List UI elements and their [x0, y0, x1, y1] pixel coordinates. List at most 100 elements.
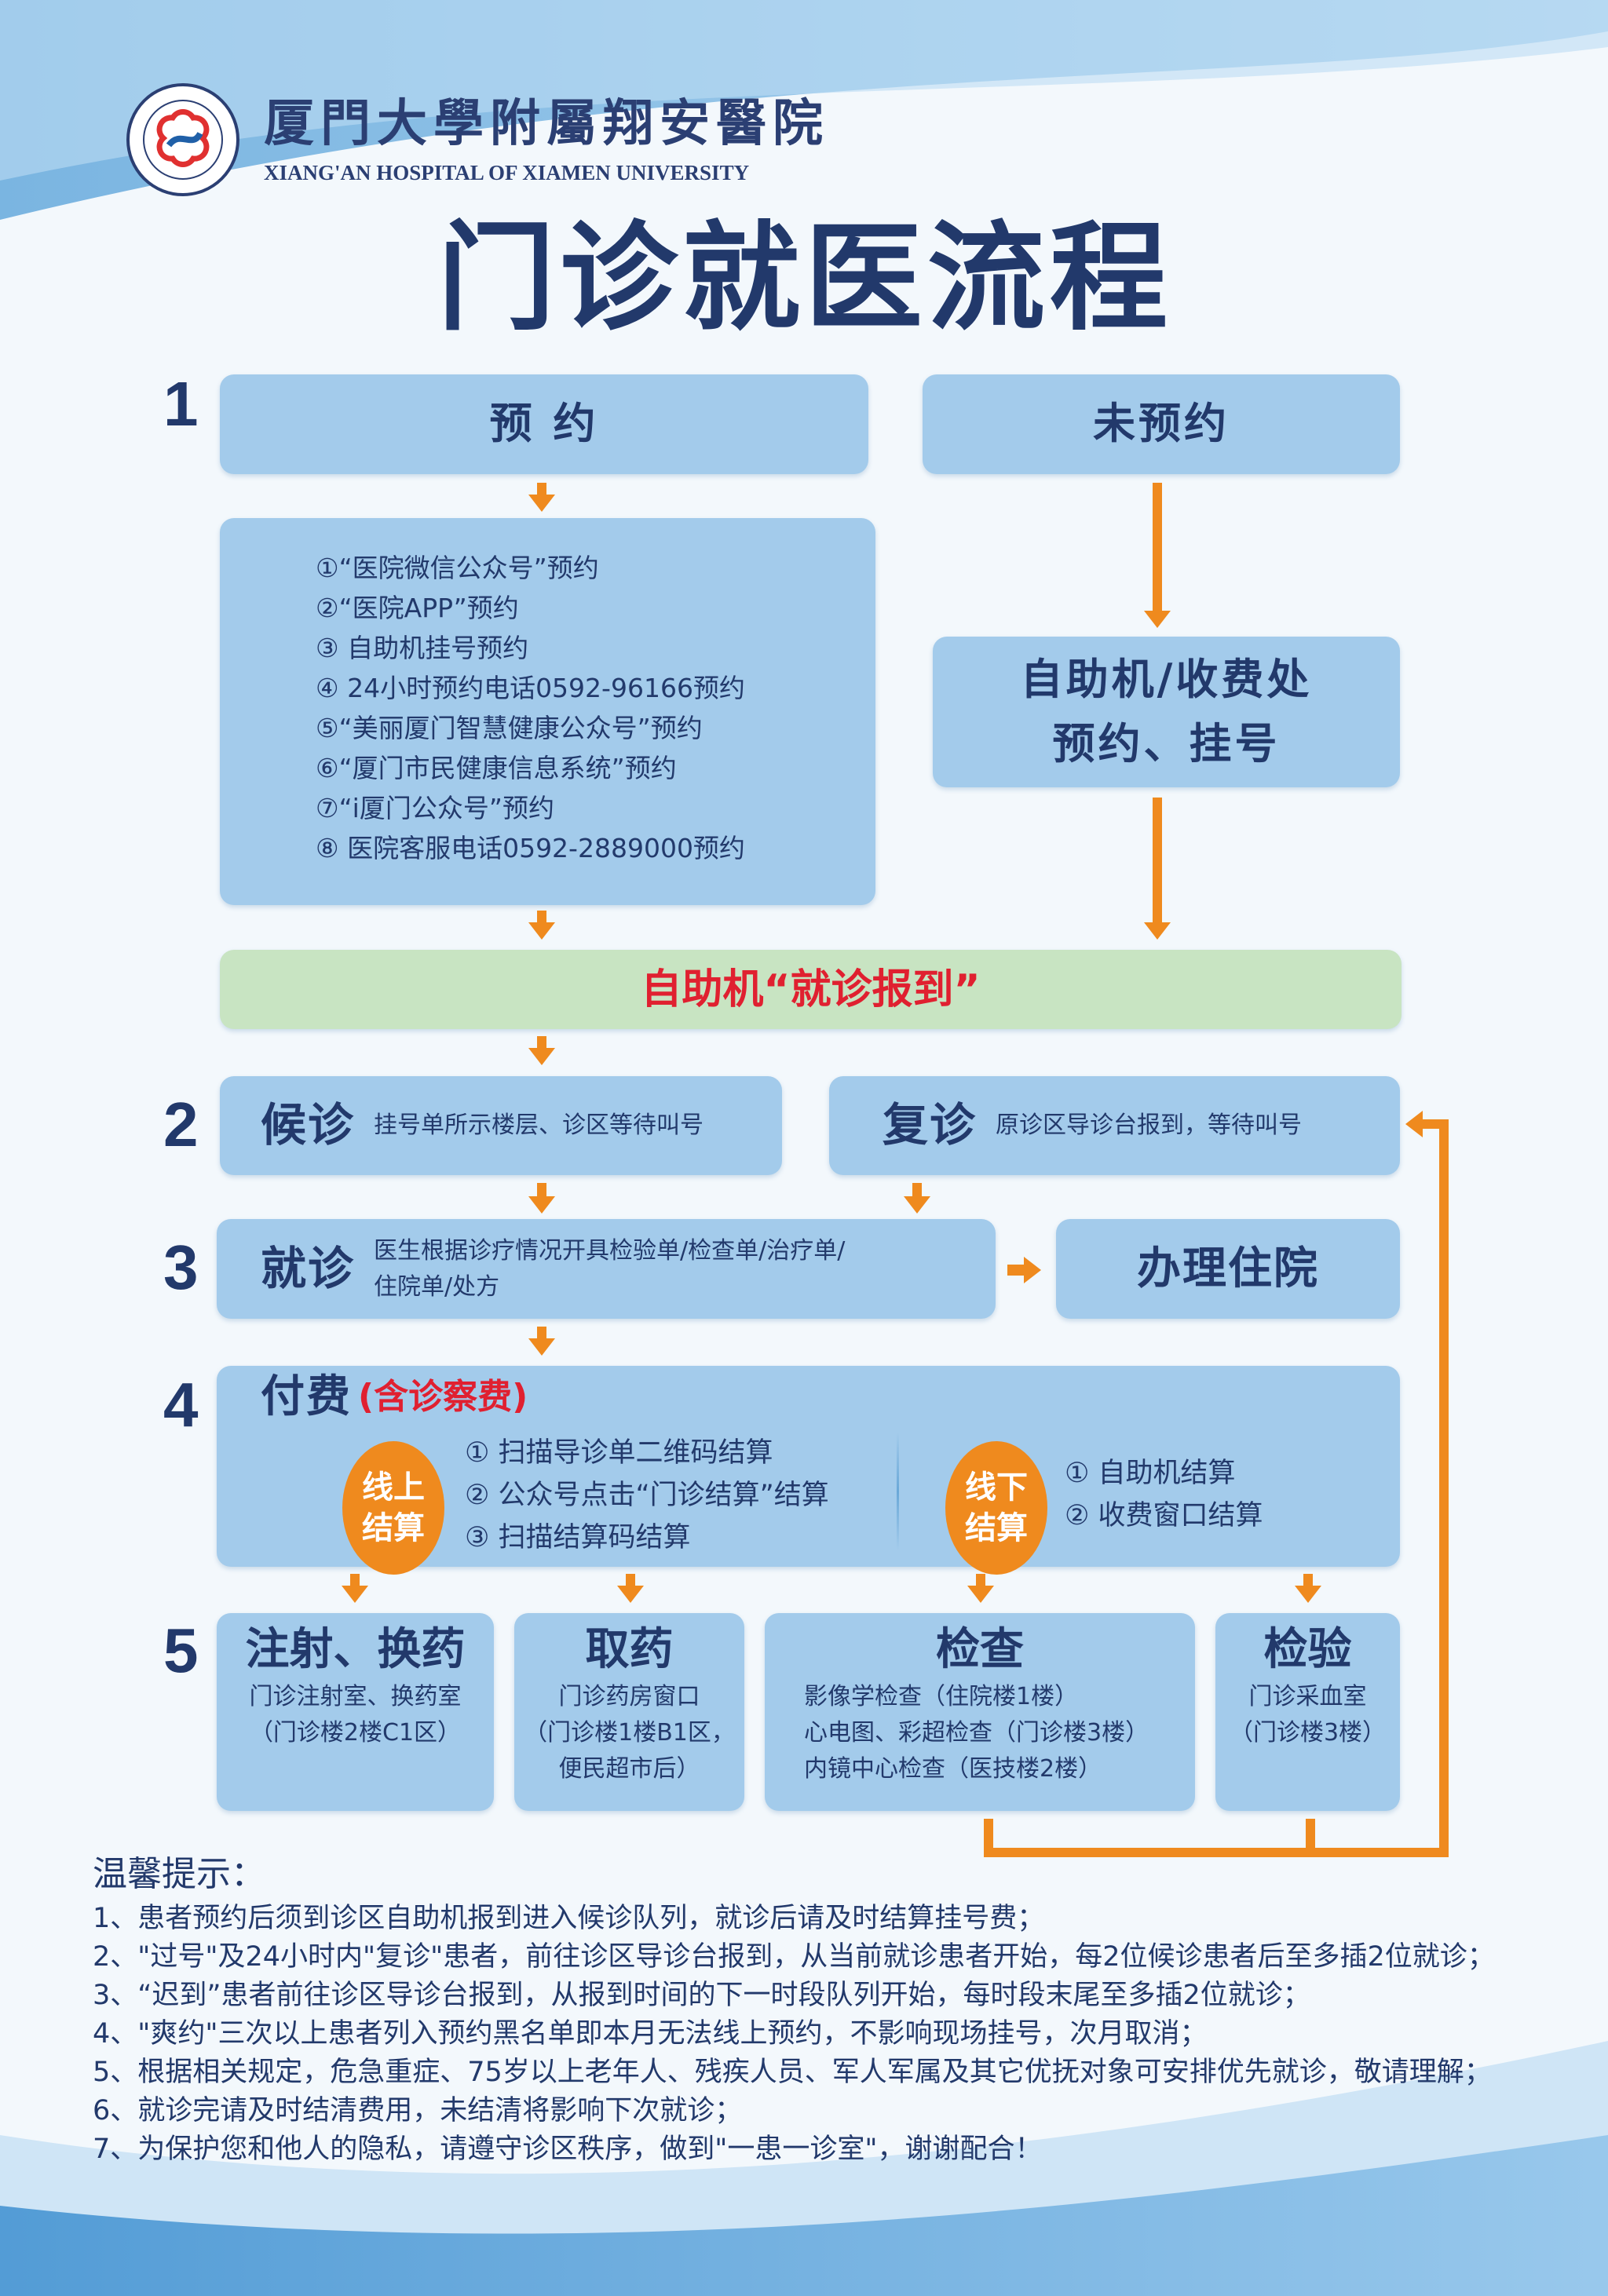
waiting-title: 候诊 — [261, 1098, 356, 1152]
arrow-shaft — [537, 483, 546, 495]
tip-item: 1、患者预约后须到诊区自助机报到进入候诊队列，就诊后请及时结算挂号费； — [93, 1903, 1045, 1934]
offline-payment-badge: 线下 结算 — [945, 1441, 1047, 1575]
revisit-box: 复诊 原诊区导诊台报到，等待叫号 — [829, 1076, 1400, 1175]
card-line: （门诊楼1楼B1区， — [524, 1719, 735, 1747]
pharmacy-card: 取药 门诊药房窗口 （门诊楼1楼B1区， 便民超市后） — [514, 1613, 744, 1811]
waiting-desc: 挂号单所示楼层、诊区等待叫号 — [374, 1111, 704, 1139]
tip-item: 3、“迟到”患者前往诊区导诊台报到，从报到时间的下一时段队列开始，每时段末尾至多… — [93, 1980, 1310, 2011]
offline-item: ① 自助机结算 — [1065, 1458, 1236, 1489]
waiting-box: 候诊 挂号单所示楼层、诊区等待叫号 — [220, 1076, 782, 1175]
arrow-left-icon — [1405, 1111, 1423, 1137]
card-line: 门诊注射室、换药室 — [249, 1683, 462, 1710]
arrow-shaft — [537, 911, 546, 923]
card-line: 门诊采血室 — [1248, 1683, 1367, 1710]
arrow-down-icon — [1144, 922, 1171, 940]
online-payment-badge: 线上 结算 — [342, 1441, 444, 1575]
payment-title: 付费 — [261, 1371, 352, 1422]
arrow-right-icon — [1024, 1257, 1041, 1283]
method-item: ①“医院微信公众号”预约 — [316, 553, 599, 583]
method-item: ⑧ 医院客服电话0592-2889000预约 — [316, 833, 745, 863]
method-item: ③ 自助机挂号预约 — [316, 633, 529, 663]
arrow-shaft — [1303, 1574, 1313, 1586]
hospitalization-box: 办理住院 — [1056, 1219, 1400, 1319]
tips-heading: 温馨提示： — [93, 1854, 265, 1894]
method-item: ②“医院APP”预约 — [316, 593, 519, 623]
card-title: 取药 — [585, 1624, 674, 1675]
hospital-name-en: XIANG'AN HOSPITAL OF XIAMEN UNIVERSITY — [264, 161, 750, 184]
arrow-shaft — [350, 1574, 360, 1586]
consultation-box: 就诊 医生根据诊疗情况开具检验单/检查单/治疗单/ 住院单/处方 — [217, 1219, 996, 1319]
loop-line — [984, 1848, 1449, 1857]
kiosk-line: 自助机/收费处 — [1020, 655, 1313, 704]
step-number-1: 1 — [163, 369, 199, 439]
appointment-box: 预 约 — [220, 374, 868, 474]
consultation-desc: 医生根据诊疗情况开具检验单/检查单/治疗单/ — [374, 1236, 846, 1265]
method-item: ⑥“厦门市民健康信息系统”预约 — [316, 753, 677, 783]
card-line: 内镜中心检查（医技楼2楼） — [804, 1755, 1102, 1783]
arrow-down-icon — [528, 922, 555, 940]
lab-test-card: 检验 门诊采血室 （门诊楼3楼） — [1215, 1613, 1400, 1811]
method-item: ⑦“i厦门公众号”预约 — [316, 793, 554, 823]
method-item: ⑤“美丽厦门智慧健康公众号”预约 — [316, 713, 703, 743]
arrow-down-icon — [967, 1586, 994, 1603]
arrow-shaft — [912, 1183, 922, 1197]
examination-card: 检查 影像学检查（住院楼1楼） 心电图、彩超检查（门诊楼3楼） 内镜中心检查（医… — [765, 1613, 1195, 1811]
step-number-3: 3 — [163, 1232, 199, 1302]
hospital-logo — [126, 83, 239, 196]
arrow-shaft — [537, 1183, 546, 1197]
arrow-down-icon — [528, 1048, 555, 1065]
card-line: 便民超市后） — [558, 1755, 700, 1783]
arrow-down-icon — [528, 1338, 555, 1356]
page-title: 门诊就医流程 — [437, 210, 1172, 347]
no-appointment-box: 未预约 — [923, 374, 1400, 474]
tip-item: 5、根据相关规定，危急重症、75岁以上老年人、残疾人员、军人军属及其它优抚对象可… — [93, 2057, 1492, 2088]
card-line: 门诊药房窗口 — [558, 1683, 700, 1710]
card-line: （门诊楼2楼C1区） — [249, 1719, 462, 1747]
payment-box: 付费 (含诊察费) 线上 结算 ① 扫描导诊单二维码结算 ② 公众号点击“门诊结… — [217, 1366, 1400, 1575]
revisit-title: 复诊 — [883, 1098, 978, 1152]
loop-line — [1439, 1119, 1449, 1857]
arrow-shaft — [537, 1036, 546, 1049]
card-line: （门诊楼3楼） — [1229, 1719, 1387, 1747]
loop-line — [1306, 1819, 1315, 1856]
card-title: 检查 — [936, 1624, 1024, 1675]
arrow-down-icon — [342, 1586, 368, 1603]
injection-card: 注射、换药 门诊注射室、换药室 （门诊楼2楼C1区） — [217, 1613, 494, 1811]
arrow-shaft — [1153, 483, 1162, 612]
arrow-shaft — [537, 1327, 546, 1339]
consultation-desc: 住院单/处方 — [374, 1272, 500, 1301]
appointment-methods-box: ①“医院微信公众号”预约 ②“医院APP”预约 ③ 自助机挂号预约 ④ 24小时… — [220, 518, 875, 905]
loop-line — [1421, 1119, 1449, 1129]
arrow-shaft — [1007, 1265, 1025, 1276]
arrow-shaft — [1153, 798, 1162, 923]
arrow-down-icon — [528, 495, 555, 512]
arrow-down-icon — [1295, 1586, 1321, 1603]
tips-list: 1、患者预约后须到诊区自助机报到进入候诊队列，就诊后请及时结算挂号费； 2、"过… — [93, 1900, 1495, 2169]
arrow-down-icon — [904, 1196, 930, 1214]
tip-item: 7、为保护您和他人的隐私，请遵守诊区秩序，做到"一患一诊室"，谢谢配合！ — [93, 2134, 1043, 2165]
kiosk-register-box: 自助机/收费处 预约、挂号 — [933, 637, 1400, 787]
arrow-shaft — [626, 1574, 635, 1586]
kiosk-line: 预约、挂号 — [1052, 719, 1281, 768]
loop-line — [984, 1819, 993, 1856]
card-title: 注射、换药 — [245, 1624, 466, 1675]
revisit-desc: 原诊区导诊台报到，等待叫号 — [996, 1111, 1303, 1139]
step-number-5: 5 — [163, 1615, 199, 1685]
card-title: 检验 — [1263, 1624, 1352, 1675]
card-line: 心电图、彩超检查（门诊楼3楼） — [804, 1719, 1149, 1747]
tip-item: 2、"过号"及24小时内"复诊"患者，前往诊区导诊台报到，从当前就诊患者开始，每… — [93, 1941, 1495, 1973]
arrow-shaft — [976, 1574, 985, 1586]
step-number-2: 2 — [163, 1090, 199, 1159]
method-item: ④ 24小时预约电话0592-96166预约 — [316, 673, 745, 703]
checkin-bar: 自助机“就诊报到” — [220, 950, 1402, 1029]
online-item: ② 公众号点击“门诊结算”结算 — [465, 1480, 829, 1511]
card-line: 影像学检查（住院楼1楼） — [804, 1683, 1079, 1710]
arrow-down-icon — [1144, 611, 1171, 628]
tip-item: 6、就诊完请及时结清费用，未结清将影响下次就诊； — [93, 2095, 743, 2126]
online-item: ③ 扫描结算码结算 — [465, 1522, 691, 1553]
arrow-down-icon — [617, 1586, 644, 1603]
tip-item: 4、"爽约"三次以上患者列入预约黑名单即本月无法线上预约，不影响现场挂号，次月取… — [93, 2018, 1208, 2050]
divider — [897, 1433, 899, 1550]
online-item: ① 扫描导诊单二维码结算 — [465, 1437, 773, 1469]
